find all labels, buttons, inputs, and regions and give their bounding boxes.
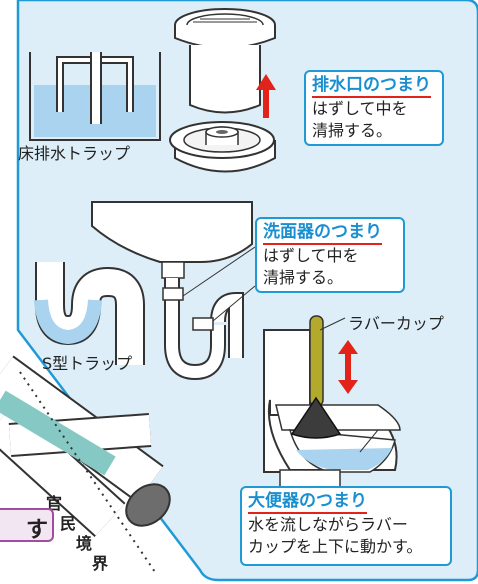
boundary-char-2: 民 — [60, 514, 77, 533]
callout-toilet-line2: カップを上下に動かす。 — [248, 537, 423, 556]
wash-basin-illustration — [91, 201, 256, 381]
s-trap-illustration — [34, 262, 145, 365]
boundary-char-3: 境 — [76, 534, 93, 553]
cut-off-tag-text: す — [26, 518, 49, 542]
boundary-line — [19, 371, 156, 573]
up-down-arrow-icon — [338, 340, 358, 394]
floor-drain-trap-illustration — [29, 52, 161, 141]
drain-pipe-teal — [0, 390, 116, 476]
cut-off-tag: す — [0, 508, 54, 542]
callout-toilet: 大便器のつまり 水を流しながらラバー カップを上下に動かす。 — [240, 486, 452, 566]
lift-arrow-icon — [256, 74, 276, 118]
boundary-illustration — [0, 355, 171, 573]
callout-sink-line1: はずして中を — [263, 246, 359, 265]
callout-drain-line1: はずして中を — [312, 99, 408, 118]
callout-toilet-title: 大便器のつまり — [248, 491, 367, 514]
floor-trap-label: 床排水トラップ — [18, 144, 131, 163]
callout-sink: 洗面器のつまり はずして中を 清掃する。 — [255, 217, 405, 293]
callout-sink-line2: 清掃する。 — [263, 268, 344, 287]
callout-drain-line2: 清掃する。 — [312, 121, 393, 140]
plunger-cup — [290, 396, 342, 439]
toilet-illustration — [263, 315, 401, 491]
drain-strainer-illustration — [169, 8, 276, 173]
callout-drain-title: 排水口のつまり — [312, 75, 431, 98]
callout-sink-title: 洗面器のつまり — [263, 222, 382, 245]
boundary-char-4: 界 — [92, 554, 109, 573]
callout-drain: 排水口のつまり はずして中を 清掃する。 — [304, 70, 444, 146]
toilet-water — [296, 448, 392, 470]
callout-toilet-line1: 水を流しながらラバー — [248, 515, 408, 534]
plunger-label: ラバーカップ — [348, 314, 444, 333]
s-trap-water — [34, 299, 102, 345]
s-trap-label: S型トラップ — [42, 354, 133, 373]
